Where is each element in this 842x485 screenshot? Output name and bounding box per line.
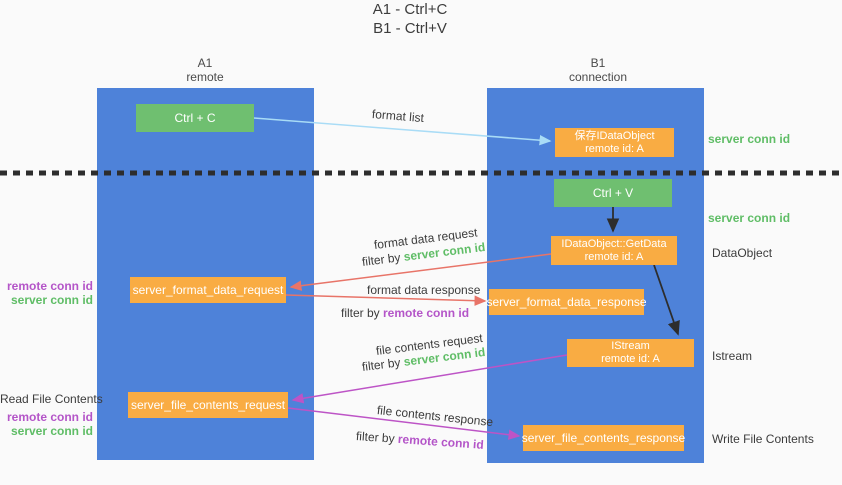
server-conn-id-right-top: server conn id — [708, 132, 791, 146]
lane-b1-role: connection — [568, 70, 628, 84]
server-conn-id-right-mid: server conn id — [708, 211, 791, 225]
getdata-box: IDataObject::GetData remote id: A — [551, 236, 677, 265]
ctrl-c-label: Ctrl + C — [174, 110, 216, 125]
save-idataobject-box: 保存IDataObject remote id: A — [555, 128, 674, 157]
dataobject-label: DataObject — [712, 246, 773, 260]
server-format-data-response-box: server_format_data_response — [486, 289, 647, 315]
server-format-data-request-box: server_format_data_request — [130, 277, 286, 303]
remote-conn-id-left-top: remote conn id — [6, 279, 93, 293]
getdata-line2: remote id: A — [584, 250, 644, 263]
lane-a1-name: A1 — [197, 56, 213, 70]
file-contents-response-filter-label: filter by remote conn id — [356, 429, 485, 452]
ctrl-v-box: Ctrl + V — [554, 179, 672, 207]
server-conn-id-left-top: server conn id — [10, 293, 93, 307]
filter-by-text: filter by — [355, 429, 399, 446]
file-contents-response-label: file contents response — [376, 403, 494, 430]
save-idataobject-line2: remote id: A — [585, 142, 644, 155]
filter-by-text: filter by — [361, 249, 405, 269]
server-file-contents-request-label: server_file_contents_request — [130, 397, 286, 412]
istream-line1: IStream — [611, 340, 650, 352]
lane-a1-role: remote — [186, 70, 224, 84]
diagram-title: A1 - Ctrl+C B1 - Ctrl+V — [0, 0, 820, 38]
server-file-contents-request-box: server_file_contents_request — [128, 392, 288, 418]
istream-side-label: Istream — [712, 349, 753, 363]
istream-line2: remote id: A — [601, 353, 660, 365]
title-line-2: B1 - Ctrl+V — [373, 20, 447, 37]
filter-by-text: filter by — [341, 306, 384, 320]
server-format-data-request-label: server_format_data_request — [132, 282, 284, 297]
ctrl-c-box: Ctrl + C — [136, 104, 254, 132]
format-data-response-filter-label: filter by remote conn id — [341, 306, 469, 320]
istream-box: IStream remote id: A — [567, 339, 694, 367]
filter-by-text: filter by — [361, 354, 405, 374]
remote-conn-id-text: remote conn id — [397, 431, 485, 452]
getdata-line1: IDataObject::GetData — [561, 237, 667, 250]
server-conn-id-left-bottom: server conn id — [10, 424, 93, 438]
lane-header-b1: B1 connection — [540, 56, 656, 84]
format-list-label: format list — [371, 107, 425, 126]
read-file-contents-label: Read File Contents — [0, 392, 103, 406]
remote-conn-id-left-bottom: remote conn id — [6, 410, 93, 424]
server-format-data-response-label: server_format_data_response — [486, 294, 647, 309]
format-data-response-label: format data response — [367, 283, 481, 297]
save-idataobject-line1: 保存IDataObject — [574, 129, 655, 142]
lane-header-a1: A1 remote — [150, 56, 260, 84]
server-file-contents-response-box: server_file_contents_response — [521, 425, 686, 451]
write-file-contents-label: Write File Contents — [712, 432, 814, 446]
server-file-contents-response-label: server_file_contents_response — [521, 430, 686, 445]
remote-conn-id-text: remote conn id — [383, 306, 470, 320]
title-line-1: A1 - Ctrl+C — [372, 1, 448, 18]
lane-b1-name: B1 — [590, 56, 606, 70]
ctrl-v-label: Ctrl + V — [592, 185, 634, 200]
